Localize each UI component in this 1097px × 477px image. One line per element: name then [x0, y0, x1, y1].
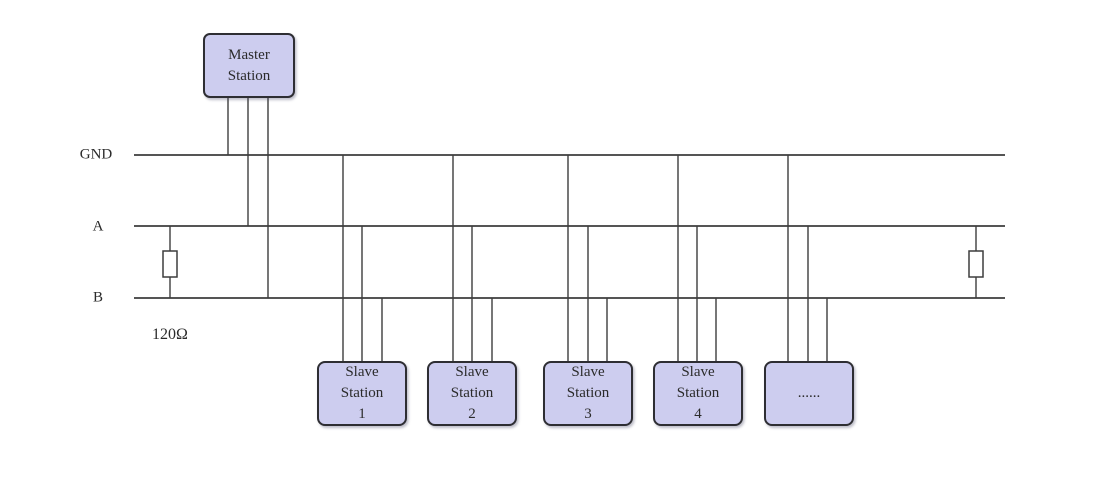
- b-bus-label: B: [92, 289, 104, 306]
- slave-station-1-label: Slave Station 1: [340, 364, 384, 422]
- slave-station-4-label: Slave Station 4: [676, 364, 720, 422]
- slave-station-4-box: Slave Station 4: [653, 361, 743, 426]
- slave-station-2-box: Slave Station 2: [427, 361, 517, 426]
- slave-station-more-box: ......: [764, 361, 854, 426]
- master-station-label: Master Station: [227, 46, 271, 84]
- left-termination-resistor: [162, 250, 178, 278]
- master-station-box: Master Station: [203, 33, 295, 98]
- slave-station-1-box: Slave Station 1: [317, 361, 407, 426]
- slave-station-3-label: Slave Station 3: [566, 364, 610, 422]
- slave-station-2-label: Slave Station 2: [450, 364, 494, 422]
- gnd-bus-label: GND: [79, 146, 113, 163]
- slave-station-more-label: ......: [797, 385, 821, 401]
- right-termination-resistor: [968, 250, 984, 278]
- slave-station-3-box: Slave Station 3: [543, 361, 633, 426]
- termination-resistance-label: 120Ω: [152, 326, 188, 343]
- a-bus-label: A: [92, 218, 104, 235]
